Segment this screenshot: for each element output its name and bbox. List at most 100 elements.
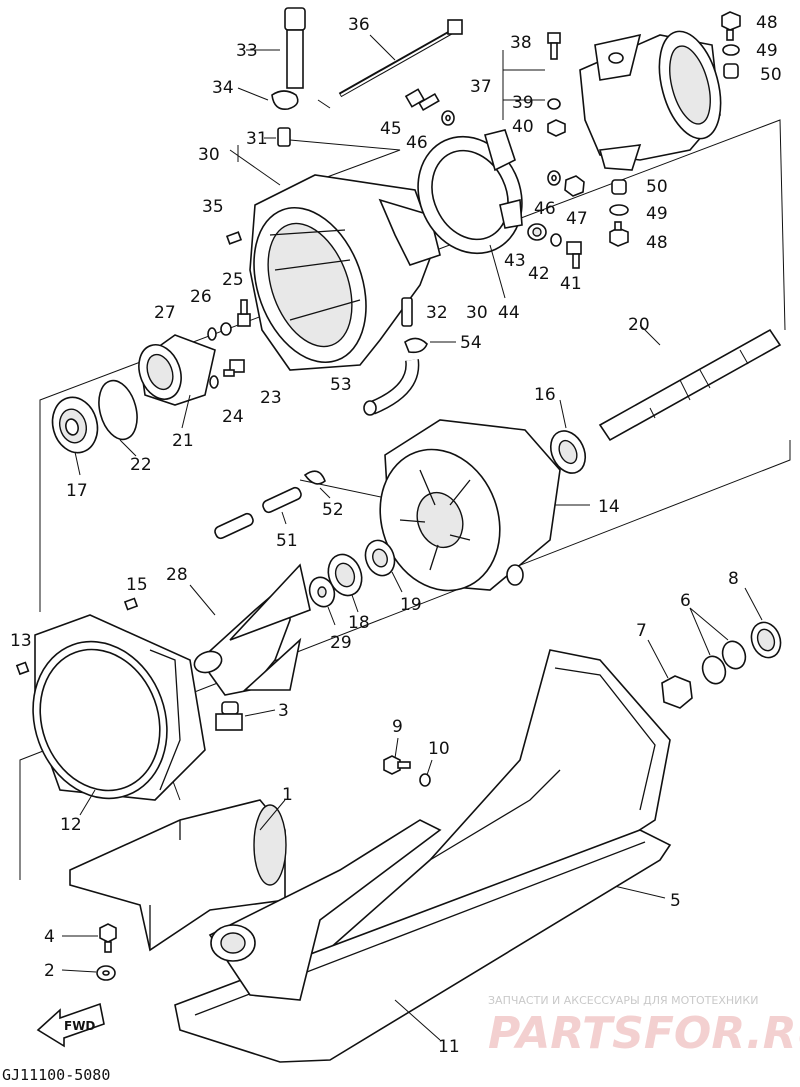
part-15-pin xyxy=(123,597,139,611)
callout-52: 52 xyxy=(322,500,344,520)
part-12-duct xyxy=(32,614,206,816)
part-23-bolt xyxy=(223,359,245,377)
part-41-bolt xyxy=(566,241,582,269)
part-48-bolt-upper xyxy=(721,11,741,41)
part-40-nut xyxy=(547,119,566,137)
part-30-steering-housing xyxy=(229,145,441,371)
callout-9: 9 xyxy=(392,717,403,737)
callout-34: 34 xyxy=(212,78,234,98)
part-10-washer xyxy=(419,759,433,787)
callout-21: 21 xyxy=(172,431,194,451)
part-27-oring xyxy=(207,327,217,341)
callout-28: 28 xyxy=(166,565,188,585)
callout-8: 8 xyxy=(728,569,739,589)
part-21-cap xyxy=(138,334,216,429)
callout-51: 51 xyxy=(276,531,298,551)
part-29-washer xyxy=(308,576,336,626)
callout-4: 4 xyxy=(44,927,55,947)
callout-13: 13 xyxy=(10,631,32,651)
part-22-oring xyxy=(98,379,138,457)
part-39-washer xyxy=(547,98,561,110)
part-1-cover xyxy=(69,799,287,952)
callout-27: 27 xyxy=(154,303,176,323)
callout-31: 31 xyxy=(246,129,268,149)
callout-3: 3 xyxy=(278,701,289,721)
callout-labels: 1 2 3 4 5 6 7 8 9 10 11 12 13 14 15 16 1… xyxy=(10,13,782,1057)
callout-37: 37 xyxy=(470,77,492,97)
callout-50-upper: 50 xyxy=(760,65,782,85)
callout-19: 19 xyxy=(400,595,422,615)
fwd-arrow: FWD xyxy=(36,1002,105,1048)
part-48-bolt-lower xyxy=(609,221,629,247)
callout-7: 7 xyxy=(636,621,647,641)
part-6-seals xyxy=(689,607,747,685)
part-42-washer xyxy=(550,233,562,247)
callout-44: 44 xyxy=(498,303,520,323)
part-11-ride-plate xyxy=(174,819,672,1063)
part-38-bolt xyxy=(547,32,561,60)
part-47-nut xyxy=(564,175,585,197)
callout-35: 35 xyxy=(202,197,224,217)
callout-32: 32 xyxy=(426,303,448,323)
part-28-impeller xyxy=(189,563,311,696)
part-3-fitting xyxy=(215,701,276,731)
part-44-steering-ring xyxy=(417,129,523,299)
callout-30-upper: 30 xyxy=(198,145,220,165)
part-24-washer xyxy=(209,375,219,389)
callout-5: 5 xyxy=(670,891,681,911)
callout-48-upper: 48 xyxy=(756,13,778,33)
part-7-coupler xyxy=(647,639,693,709)
part-13-pin xyxy=(15,661,30,676)
part-4-bolt xyxy=(62,923,117,953)
callout-49-lower: 49 xyxy=(646,204,668,224)
callout-43: 43 xyxy=(504,251,526,271)
callout-15: 15 xyxy=(126,575,148,595)
callout-46-lower: 46 xyxy=(534,199,556,219)
callout-49-upper: 49 xyxy=(756,41,778,61)
part-26-washer xyxy=(220,322,232,336)
part-46-washer-upper xyxy=(441,110,455,126)
callout-25: 25 xyxy=(222,270,244,290)
callout-6: 6 xyxy=(680,591,691,611)
callout-36: 36 xyxy=(348,15,370,35)
callout-22: 22 xyxy=(130,455,152,475)
part-49-washer-lower xyxy=(609,204,629,216)
callout-17: 17 xyxy=(66,481,88,501)
watermark-caption: ЗАПЧАСТИ И АКСЕССУАРЫ ДЛЯ МОТОТЕХНИКИ xyxy=(488,994,758,1007)
part-51-pins xyxy=(214,486,302,540)
part-49-washer-upper xyxy=(722,44,740,56)
callout-12: 12 xyxy=(60,815,82,835)
callout-24: 24 xyxy=(222,407,244,427)
callout-18: 18 xyxy=(348,613,370,633)
callout-38: 38 xyxy=(510,33,532,53)
callout-40: 40 xyxy=(512,117,534,137)
callout-39: 39 xyxy=(512,93,534,113)
part-50-collar-lower xyxy=(611,179,627,195)
callout-53: 53 xyxy=(330,375,352,395)
callout-50-lower: 50 xyxy=(646,177,668,197)
part-34-clip xyxy=(237,87,299,111)
callout-42: 42 xyxy=(528,264,550,284)
part-52-clip xyxy=(303,470,331,499)
part-18-bearing xyxy=(327,553,363,613)
callout-23: 23 xyxy=(260,388,282,408)
callout-45: 45 xyxy=(380,119,402,139)
callout-47: 47 xyxy=(566,209,588,229)
part-54-clamp xyxy=(404,337,456,354)
part-37-nozzle xyxy=(502,30,722,171)
part-17-bearing xyxy=(51,396,99,476)
callout-30-lower: 30 xyxy=(466,303,488,323)
part-32-nipple xyxy=(401,297,413,327)
part-45-bolt xyxy=(404,88,440,112)
part-8-bushing xyxy=(744,587,782,659)
part-9-bolt xyxy=(383,737,411,775)
watermark-logo: PARTSFOR.RU xyxy=(488,1008,800,1059)
callout-11: 11 xyxy=(438,1037,460,1057)
part-46-washer-lower xyxy=(547,170,561,186)
fwd-label: FWD xyxy=(64,1019,95,1033)
part-20-shaft xyxy=(598,324,782,442)
callout-33: 33 xyxy=(236,41,258,61)
part-36-long-bolt xyxy=(338,19,463,98)
part-31-pin xyxy=(264,127,291,147)
